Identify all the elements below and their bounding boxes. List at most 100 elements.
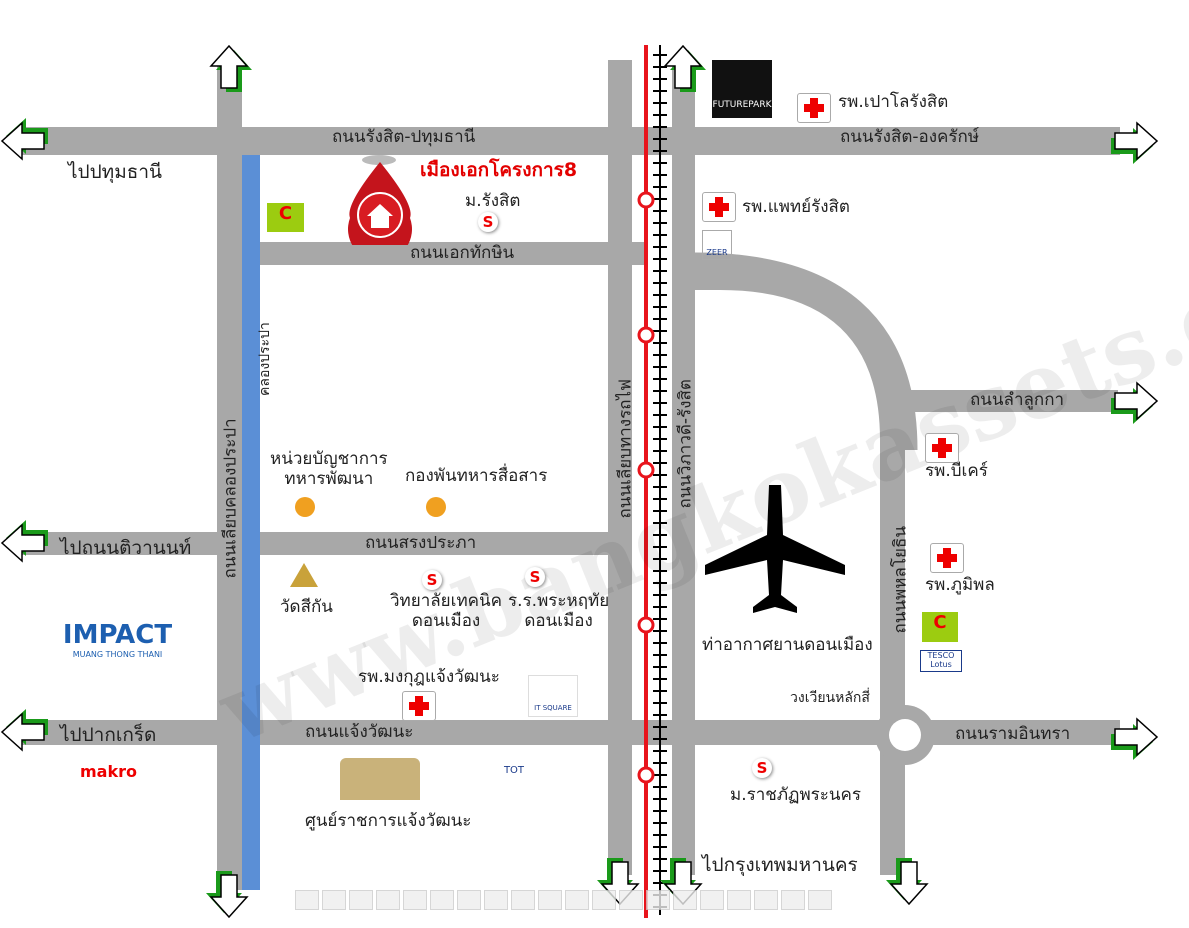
school-icon: S [422, 570, 442, 590]
place-bhumibol: รพ.ภูมิพล [925, 575, 995, 595]
station-icon [637, 766, 655, 784]
place-phra-harathai: ร.ร.พระหฤทัย ดอนเมือง [508, 591, 610, 631]
thumbnail[interactable] [322, 890, 346, 910]
logo-zeer: ZEER [702, 230, 732, 260]
temple-icon [290, 563, 318, 587]
thumbnail[interactable] [349, 890, 373, 910]
place-tech-college: วิทยาลัยเทคนิค ดอนเมือง [390, 591, 503, 631]
label-rangsit-ongkharak: ถนนรังสิต-องครักษ์ [840, 127, 980, 147]
label-vibhavadi: ถนนวิภาวดี-รังสิต [675, 379, 696, 509]
thumbnail-strip[interactable] [295, 890, 832, 910]
label-ram-intra: ถนนรามอินทรา [955, 724, 1071, 744]
road-rangsit-pathum [20, 127, 1120, 155]
road-chaeng-watthana [20, 720, 1120, 745]
logo-future-park: FUTUREPARK [712, 60, 772, 118]
label-canal-side-road: ถนนเลียบคลองประปา [220, 418, 241, 579]
road-lam-luk-ka [893, 390, 1118, 412]
thumbnail[interactable] [673, 890, 697, 910]
logo-it-square: IT SQUARE [528, 675, 578, 717]
hospital-icon [402, 691, 436, 721]
thumbnail[interactable] [511, 890, 535, 910]
thumbnail[interactable] [754, 890, 778, 910]
home-pin-icon[interactable] [345, 160, 415, 245]
place-paolo: รพ.เปาโลรังสิต [838, 92, 949, 112]
thumbnail[interactable] [808, 890, 832, 910]
logo-tesco-lotus: TESCO Lotus [920, 650, 962, 672]
place-lak-si-circle: วงเวียนหลักสี่ [790, 690, 870, 706]
label-canal: คลองประปา [257, 322, 273, 396]
thumbnail[interactable] [430, 890, 454, 910]
place-unit: หน่วยบัญชาการ ทหารพัฒนา [270, 449, 388, 489]
hospital-icon [702, 192, 736, 222]
thumbnail[interactable] [727, 890, 751, 910]
thumbnail[interactable] [646, 890, 670, 910]
direction-arrow-icon [1111, 717, 1159, 760]
school-icon: S [525, 567, 545, 587]
thumbnail[interactable] [619, 890, 643, 910]
thumbnail[interactable] [484, 890, 508, 910]
station-icon [637, 461, 655, 479]
logo-impact: IMPACT [62, 620, 173, 650]
label-lam-luk-ka: ถนนลำลูกกา [970, 390, 1065, 410]
thumbnail[interactable] [565, 890, 589, 910]
location-dot-icon [426, 497, 446, 517]
logo-big-c: C [922, 612, 958, 642]
school-icon: S [478, 212, 498, 232]
direction-arrow-icon [209, 44, 252, 92]
place-phaet-rangsit: รพ.แพทย์รังสิต [742, 197, 850, 217]
direction-bangkok: ไปกรุงเทพมหานคร [702, 854, 858, 876]
road-canal-side [217, 60, 242, 890]
canal-prapa [242, 155, 260, 890]
thumbnail[interactable] [403, 890, 427, 910]
direction-arrow-icon [663, 44, 706, 92]
project-name: เมืองเอกโครงการ8 [420, 159, 578, 181]
thumbnail[interactable] [376, 890, 400, 910]
place-wat-si-kan: วัดสีกัน [280, 597, 333, 617]
airplane-icon [705, 485, 845, 613]
school-icon: S [752, 758, 772, 778]
direction-arrow-icon [206, 871, 249, 919]
thumbnail[interactable] [700, 890, 724, 910]
hospital-icon [797, 93, 831, 123]
thumbnail[interactable] [592, 890, 616, 910]
direction-pathum-thani: ไปปทุมธานี [68, 161, 162, 183]
thumbnail[interactable] [781, 890, 805, 910]
label-chaeng-watthana: ถนนแจ้งวัฒนะ [305, 722, 414, 742]
direction-arrow-icon [0, 709, 48, 752]
place-airport: ท่าอากาศยานดอนเมือง [702, 635, 873, 655]
thumbnail[interactable] [538, 890, 562, 910]
place-rangsit-univ: ม.รังสิต [465, 191, 521, 211]
logo-makro: makro [80, 762, 137, 781]
direction-arrow-icon [0, 118, 48, 161]
label-ekthakshin: ถนนเอกทักษิน [410, 243, 515, 263]
direction-arrows [0, 44, 1159, 919]
station-icon [637, 326, 655, 344]
government-center-icon [340, 758, 420, 800]
road-vibhavadi [672, 60, 695, 875]
place-mongkut-hospital: รพ.มงกุฎแจ้งวัฒนะ [358, 667, 500, 687]
thumbnail[interactable] [295, 890, 319, 910]
pin-shadow [362, 155, 396, 165]
hospital-icon [925, 433, 959, 463]
location-dot-icon [295, 497, 315, 517]
place-gov-center: ศูนย์ราชการแจ้งวัฒนะ [305, 811, 472, 831]
place-signal-battalion: กองพันทหารสื่อสาร [405, 466, 548, 486]
label-railway-side-road: ถนนเลียบทางรถไฟ [615, 378, 636, 519]
place-rajabhat: ม.ราชภัฏพระนคร [730, 785, 862, 805]
station-icon [637, 191, 655, 209]
direction-pak-kret: ไปปากเกร็ด [60, 724, 157, 746]
logo-impact-subtitle: MUANG THONG THANI [72, 650, 163, 659]
place-bhumibol-b: รพ.บีเคร์ [925, 461, 988, 481]
label-rangsit-pathum: ถนนรังสิต-ปทุมธานี [332, 127, 476, 147]
thumbnail[interactable] [457, 890, 481, 910]
label-song-prapha: ถนนสรงประภา [365, 533, 477, 553]
label-phahonyothin: ถนนพหลโยธิน [890, 526, 911, 634]
direction-tiwanon: ไปถนนติวานนท์ [60, 537, 192, 559]
station-icon [637, 616, 655, 634]
road-phahonyothin [880, 440, 905, 875]
hospital-icon [930, 543, 964, 573]
direction-arrow-icon [1111, 381, 1159, 424]
road-song-prapha [20, 532, 632, 555]
logo-tot: TOT [503, 765, 525, 776]
